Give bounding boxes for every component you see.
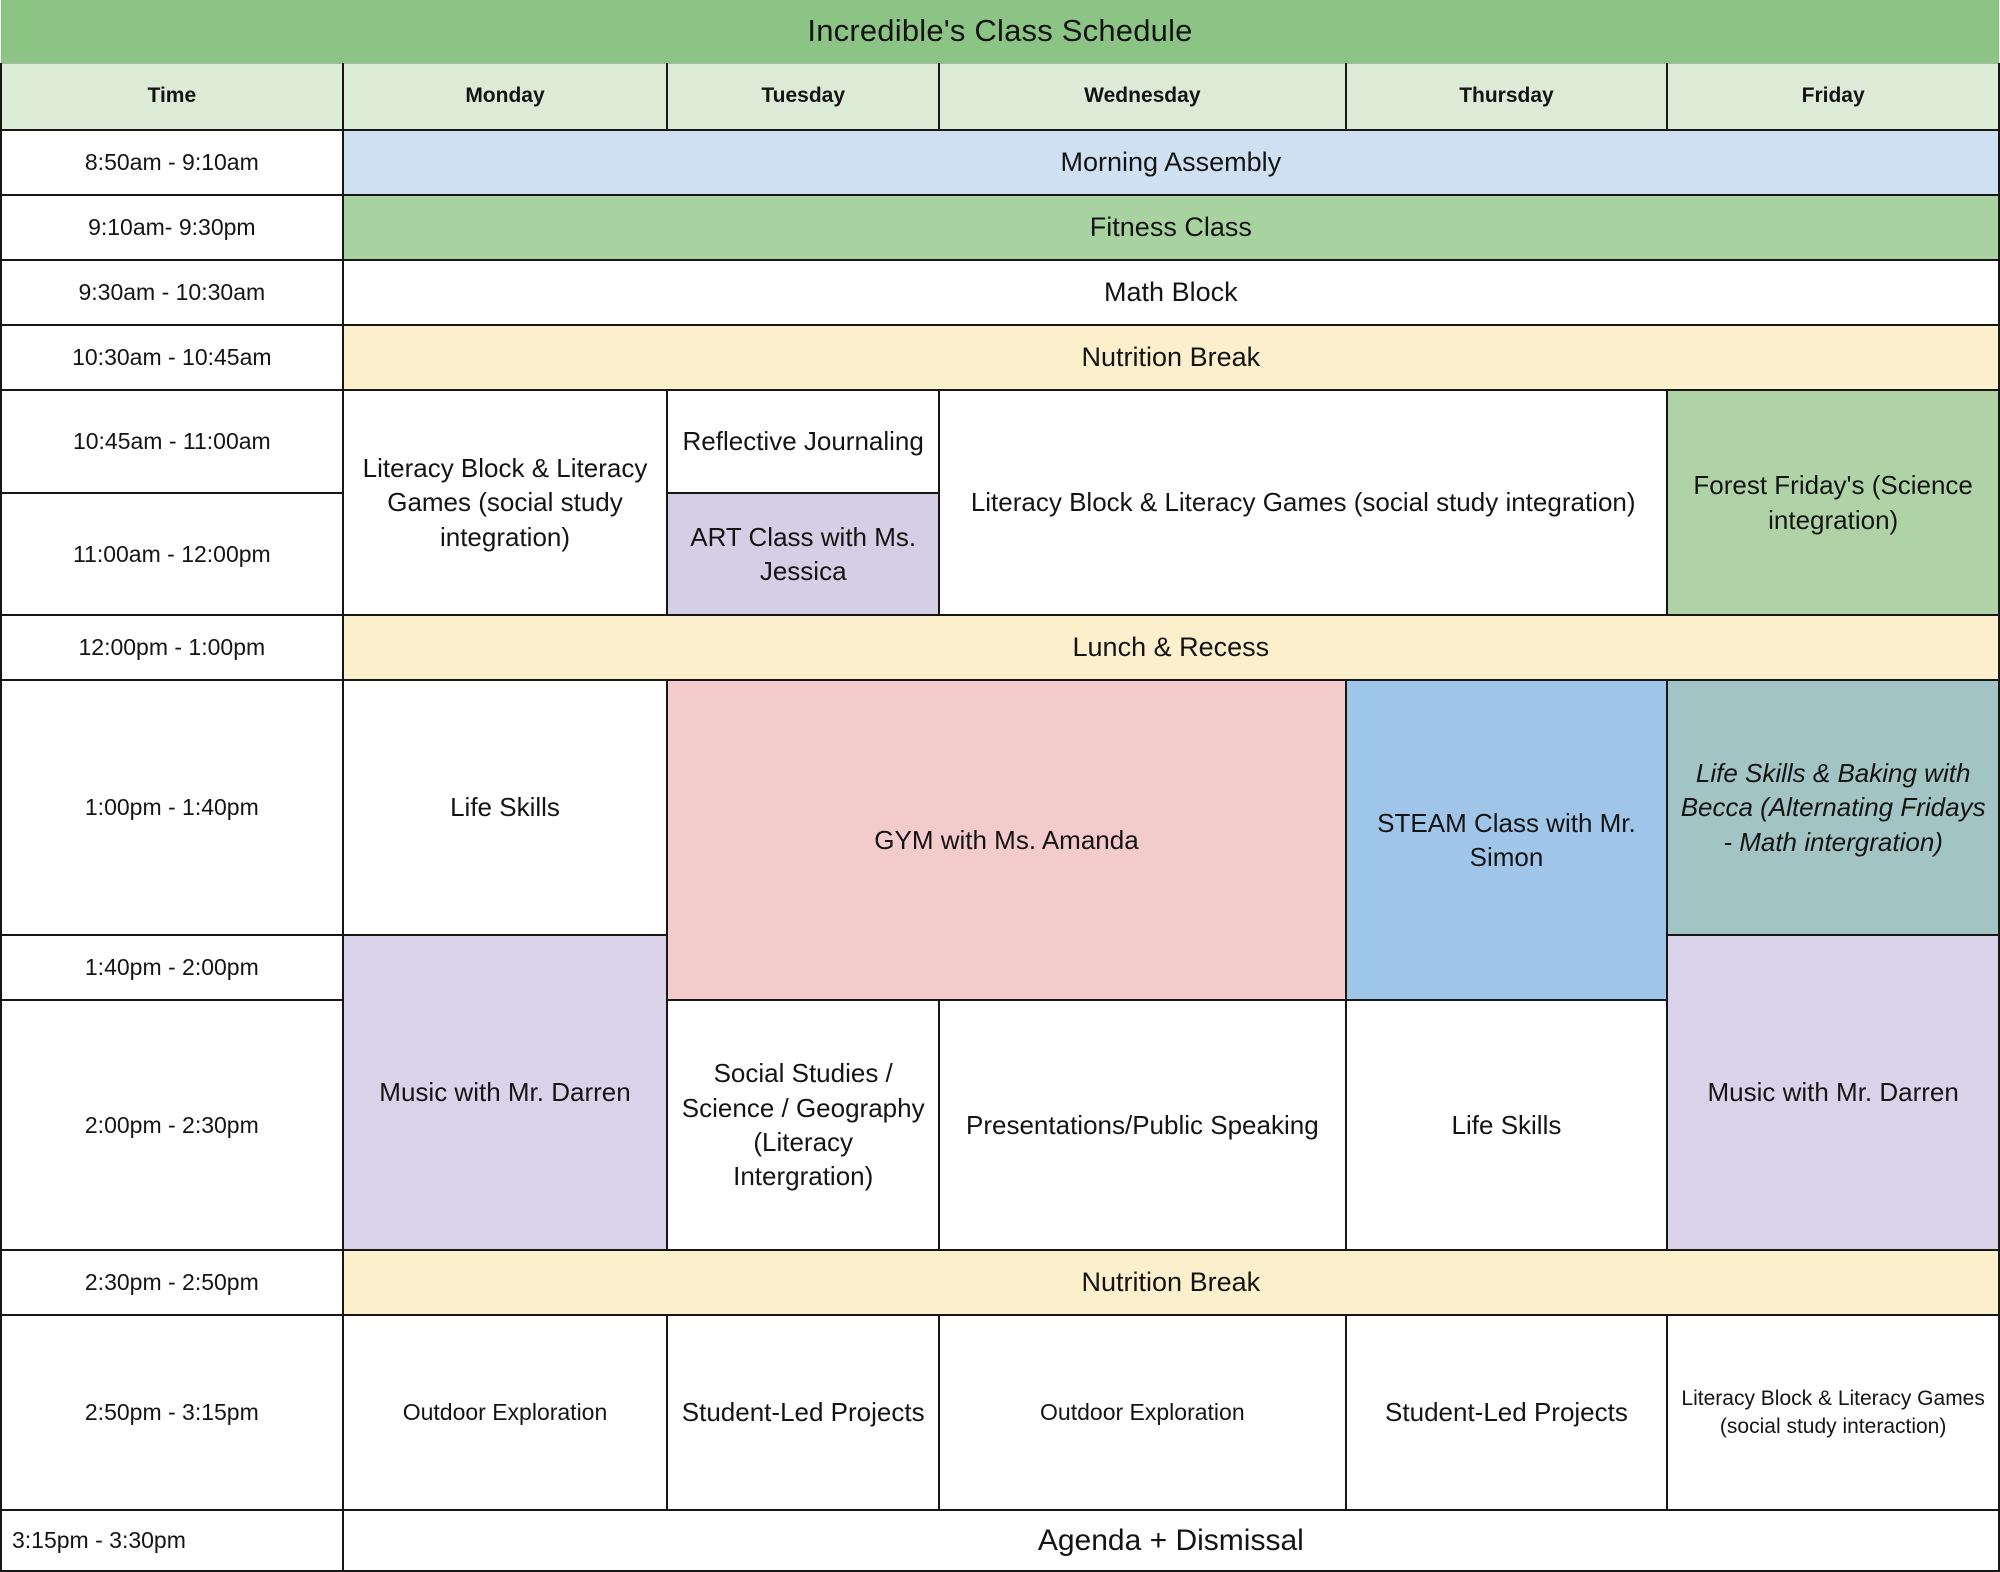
time-cell: 3:15pm - 3:30pm (0, 1509, 344, 1572)
page-title: Incredible's Class Schedule (1, 0, 1999, 64)
column-header-thursday: Thursday (1344, 62, 1669, 131)
column-header-wednesday: Wednesday (938, 62, 1347, 131)
event-cell-literacy-block-monday: Literacy Block & Literacy Games (social … (341, 389, 669, 616)
time-cell: 1:40pm - 2:00pm (0, 934, 344, 1001)
column-header-tuesday: Tuesday (666, 62, 941, 131)
time-cell: 11:00am - 12:00pm (0, 492, 344, 616)
event-cell-music-monday: Music with Mr. Darren (341, 934, 669, 1251)
event-cell-nutrition-break-2: Nutrition Break (341, 1249, 2000, 1316)
event-cell-lunch-recess: Lunch & Recess (341, 614, 2000, 681)
event-cell-fitness-class: Fitness Class (341, 194, 2000, 261)
time-cell: 10:45am - 11:00am (0, 389, 344, 494)
time-cell: 9:10am- 9:30pm (0, 194, 344, 261)
time-cell: 10:30am - 10:45am (0, 324, 344, 391)
event-cell-gym: GYM with Ms. Amanda (666, 679, 1347, 1001)
event-cell-forest-fridays: Forest Friday's (Science integration) (1666, 389, 2000, 616)
time-cell: 12:00pm - 1:00pm (0, 614, 344, 681)
event-cell-math-block: Math Block (341, 259, 2000, 326)
event-cell-steam-class: STEAM Class with Mr. Simon (1344, 679, 1669, 1001)
event-cell-agenda-dismissal: Agenda + Dismissal (341, 1509, 2000, 1572)
event-cell-literacy-block-friday: Literacy Block & Literacy Games (social … (1666, 1314, 2000, 1511)
column-header-time: Time (0, 62, 344, 131)
time-cell: 8:50am - 9:10am (0, 129, 344, 196)
time-cell: 2:50pm - 3:15pm (0, 1314, 344, 1511)
event-cell-outdoor-exploration-monday: Outdoor Exploration (341, 1314, 669, 1511)
event-cell-morning-assembly: Morning Assembly (341, 129, 2000, 196)
time-cell: 2:00pm - 2:30pm (0, 999, 344, 1251)
event-cell-student-led-tuesday: Student-Led Projects (666, 1314, 941, 1511)
event-cell-reflective-journaling: Reflective Journaling (666, 389, 941, 494)
event-cell-life-skills-baking: Life Skills & Baking with Becca (Alterna… (1666, 679, 2000, 936)
event-cell-social-studies: Social Studies / Science / Geography (Li… (666, 999, 941, 1251)
event-cell-student-led-thursday: Student-Led Projects (1344, 1314, 1669, 1511)
time-cell: 2:30pm - 2:50pm (0, 1249, 344, 1316)
event-cell-life-skills-thursday: Life Skills (1344, 999, 1669, 1251)
event-cell-outdoor-exploration-wednesday: Outdoor Exploration (938, 1314, 1347, 1511)
column-header-friday: Friday (1666, 62, 2000, 131)
time-cell: 1:00pm - 1:40pm (0, 679, 344, 936)
event-cell-nutrition-break: Nutrition Break (341, 324, 2000, 391)
event-cell-art-class: ART Class with Ms. Jessica (666, 492, 941, 616)
column-header-monday: Monday (341, 62, 669, 131)
event-cell-literacy-block-wed-thu: Literacy Block & Literacy Games (social … (938, 389, 1669, 616)
event-cell-music-friday: Music with Mr. Darren (1666, 934, 2000, 1251)
time-cell: 9:30am - 10:30am (0, 259, 344, 326)
event-cell-life-skills-monday: Life Skills (341, 679, 669, 936)
event-cell-presentations: Presentations/Public Speaking (938, 999, 1347, 1251)
